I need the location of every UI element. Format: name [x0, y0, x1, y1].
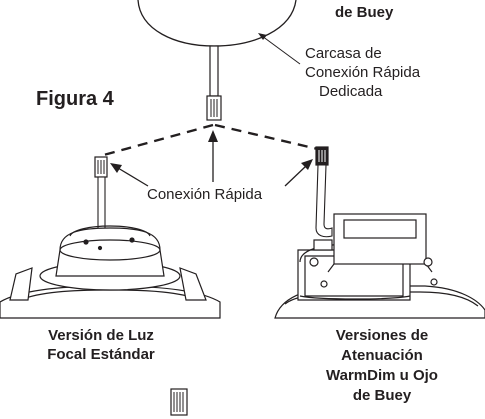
dimmable-fixture	[274, 213, 485, 319]
housing-label: Carcasa de Conexión Rápida Dedicada	[305, 44, 420, 101]
dedicated-housing	[137, 0, 297, 47]
arrow-left-head	[110, 163, 122, 173]
standard-version-label: Versión de Luz Focal Estándar	[16, 326, 186, 364]
left-connector	[94, 156, 108, 178]
arrow-left-shaft	[117, 167, 149, 187]
housing-leader	[261, 35, 301, 65]
dim-label-line1: Versiones de	[335, 327, 429, 344]
housing-wire	[209, 45, 219, 97]
housing-label-line3: Dedicada	[319, 83, 383, 100]
arrow-center-head	[208, 130, 218, 142]
connector-icon	[170, 388, 188, 416]
housing-label-line2: Conexión Rápida	[305, 64, 421, 81]
right-wire	[315, 164, 333, 238]
standard-label-line1: Versión de Luz	[48, 327, 154, 344]
standard-fixture	[0, 225, 221, 319]
housing-label-line1: Carcasa de	[305, 45, 382, 62]
quick-connect-label: Conexión Rápida	[147, 186, 263, 203]
right-connector	[315, 146, 329, 166]
top-right-label: de Buey	[335, 4, 394, 21]
dim-label-line2: Atenuación	[341, 347, 423, 364]
arrow-right-shaft	[284, 165, 307, 187]
dashed-line-left	[99, 123, 214, 158]
dimmable-version-label: Versiones de Atenuación WarmDim u Ojo de…	[282, 326, 482, 406]
dashed-line-right	[214, 123, 323, 152]
figure-title: Figura 4	[36, 88, 114, 110]
dim-label-line4: de Buey	[352, 387, 412, 404]
standard-label-line2: Focal Estándar	[47, 346, 155, 363]
arrow-right-head	[301, 159, 313, 170]
dim-label-line3: WarmDim u Ojo	[326, 367, 438, 384]
housing-connector	[206, 95, 222, 121]
